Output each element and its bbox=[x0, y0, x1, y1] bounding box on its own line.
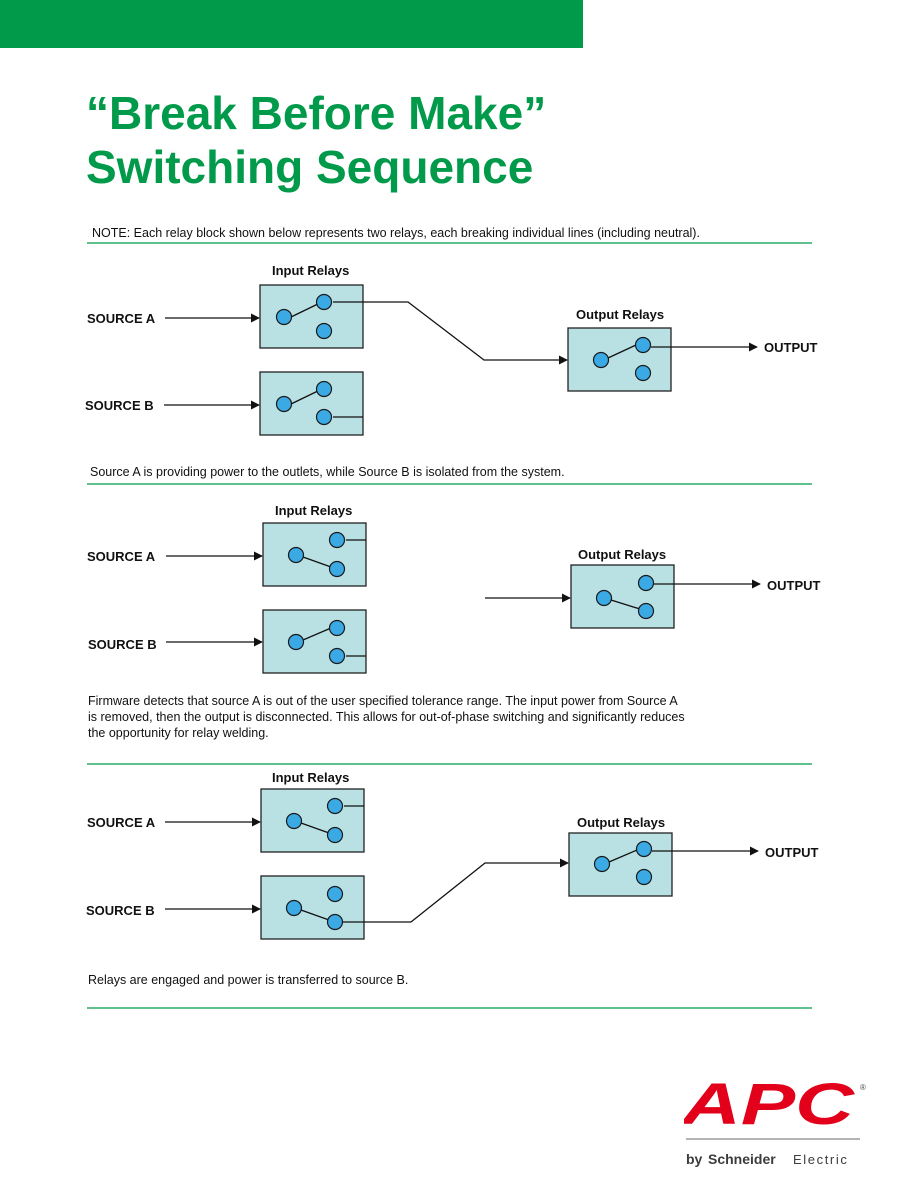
input-relay-b bbox=[260, 875, 365, 940]
note-text: NOTE: Each relay block shown below repre… bbox=[92, 226, 700, 240]
source-a-label: SOURCE A bbox=[87, 549, 156, 564]
apc-wordmark: APC bbox=[684, 1078, 856, 1137]
output-relays-label: Output Relays bbox=[578, 547, 666, 562]
output-relay bbox=[567, 327, 672, 392]
step-1-description: Source A is providing power to the outle… bbox=[90, 465, 565, 479]
input-relays-label: Input Relays bbox=[275, 503, 352, 518]
connection-line bbox=[343, 858, 569, 923]
input-relay-a bbox=[262, 522, 367, 587]
relay-contact bbox=[637, 574, 655, 592]
input-relay-a bbox=[260, 788, 365, 853]
input-relays-label: Input Relays bbox=[272, 770, 349, 785]
relay-contact bbox=[285, 812, 303, 830]
top-green-bar bbox=[0, 0, 583, 48]
relay-contact bbox=[637, 602, 655, 620]
relay-contact bbox=[595, 589, 613, 607]
logo-electric-text: Electric bbox=[793, 1152, 848, 1167]
relay-contact bbox=[592, 351, 610, 369]
connection-line bbox=[363, 301, 568, 365]
apc-schneider-logo: APC ® by Schneider Electric bbox=[684, 1078, 866, 1167]
step-2-diagram: Input Relays Output Relays SOURCE A SOUR… bbox=[87, 503, 821, 674]
input-relay-b bbox=[259, 371, 364, 436]
relay-contact bbox=[326, 826, 344, 844]
output-relay bbox=[568, 832, 673, 897]
relay-contact bbox=[634, 336, 652, 354]
relay-contact bbox=[326, 885, 344, 903]
input-relay-a bbox=[259, 284, 364, 349]
relay-contact bbox=[315, 408, 333, 426]
step-3-description: Relays are engaged and power is transfer… bbox=[88, 973, 408, 987]
step-3-diagram: Input Relays Output Relays SOURCE A SOUR… bbox=[86, 770, 819, 940]
logo-schneider-text: Schneider bbox=[708, 1151, 776, 1167]
output-relays-label: Output Relays bbox=[576, 307, 664, 322]
relay-contact bbox=[285, 899, 303, 917]
output-label: OUTPUT bbox=[764, 340, 818, 355]
output-relay bbox=[570, 564, 675, 629]
output-label: OUTPUT bbox=[767, 578, 821, 593]
relay-contact bbox=[326, 913, 344, 931]
source-a-label: SOURCE A bbox=[87, 815, 156, 830]
registered-mark: ® bbox=[860, 1083, 866, 1092]
step-2-description-line-2: is removed, then the output is disconnec… bbox=[88, 710, 685, 724]
source-b-label: SOURCE B bbox=[86, 903, 155, 918]
step-2-description-line-1: Firmware detects that source A is out of… bbox=[88, 694, 678, 708]
source-b-label: SOURCE B bbox=[85, 398, 154, 413]
title-line-2: Switching Sequence bbox=[86, 141, 534, 193]
input-relays-label: Input Relays bbox=[272, 263, 349, 278]
relay-contact bbox=[315, 293, 333, 311]
relay-contact bbox=[315, 322, 333, 340]
title-line-1: “Break Before Make” bbox=[86, 87, 547, 139]
relay-contact bbox=[635, 840, 653, 858]
relay-contact bbox=[593, 855, 611, 873]
output-label: OUTPUT bbox=[765, 845, 819, 860]
relay-contact bbox=[326, 797, 344, 815]
relay-contact bbox=[315, 380, 333, 398]
output-relays-label: Output Relays bbox=[577, 815, 665, 830]
relay-contact bbox=[287, 546, 305, 564]
relay-contact bbox=[328, 560, 346, 578]
relay-contact bbox=[275, 395, 293, 413]
relay-contact bbox=[328, 619, 346, 637]
relay-contact bbox=[634, 364, 652, 382]
source-b-label: SOURCE B bbox=[88, 637, 157, 652]
page-title: “Break Before Make” Switching Sequence bbox=[86, 86, 546, 194]
relay-contact bbox=[635, 868, 653, 886]
input-relay-b bbox=[262, 609, 367, 674]
relay-contact bbox=[328, 531, 346, 549]
logo-by-text: by bbox=[686, 1151, 703, 1167]
relay-contact bbox=[287, 633, 305, 651]
source-a-label: SOURCE A bbox=[87, 311, 156, 326]
relay-contact bbox=[275, 308, 293, 326]
step-2-description-line-3: the opportunity for relay welding. bbox=[88, 726, 269, 740]
step-1-diagram: Input Relays Output Relays SOURCE A SOUR… bbox=[85, 263, 818, 436]
relay-contact bbox=[328, 647, 346, 665]
